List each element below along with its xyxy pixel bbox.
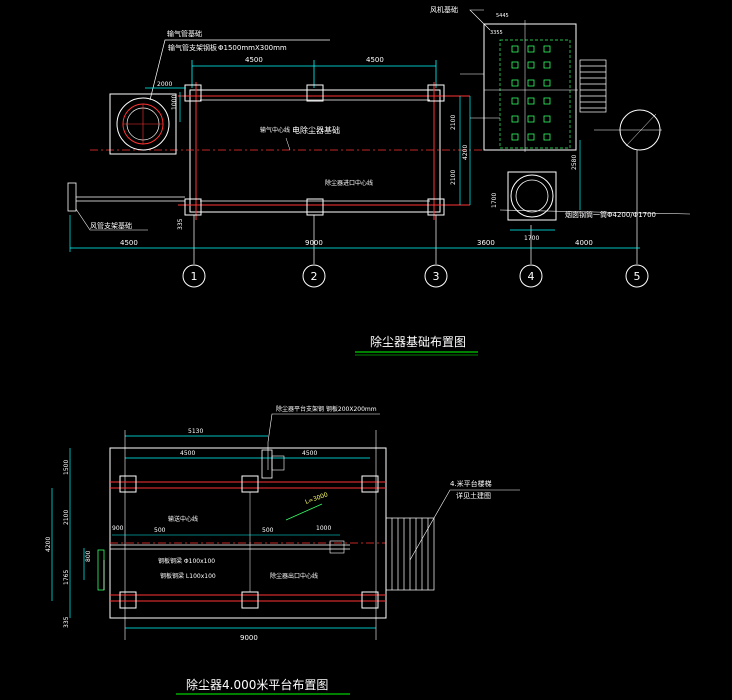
- dim-b4500: 4500: [120, 239, 138, 247]
- dim-v335: 335: [63, 616, 70, 628]
- label-beam-b: 钢板钢梁 L100x100: [160, 572, 216, 580]
- dim-h1000: 1000: [316, 525, 331, 532]
- label-beam-a: 钢板钢梁 Φ100x100: [158, 557, 215, 565]
- left-pipe-support: [67, 182, 77, 212]
- dim-v4200: 4200: [462, 145, 469, 160]
- dim-2000: 2000: [157, 81, 172, 88]
- axis-2-label: 2: [311, 270, 318, 283]
- label-inlet-support: 输气管支架钢板: [168, 43, 217, 52]
- foundation-pads: [184, 84, 445, 216]
- label-fan-foundation: 风机基础: [430, 5, 458, 14]
- fan-stair: [579, 59, 607, 113]
- dim-h500a: 500: [154, 527, 166, 534]
- platform-plan: 除尘器平台支架钢 钢板200X200mm 5130 4500 4500: [45, 405, 520, 695]
- dim-top-right: 4500: [366, 56, 384, 64]
- dim-b9000: 9000: [240, 634, 258, 642]
- label-inlet-size: Φ1500mmX300mm: [218, 44, 287, 52]
- label-outlet-line: 除尘器出口中心线: [270, 572, 318, 580]
- dim-v2100a: 2100: [450, 115, 457, 130]
- label-top-note: 除尘器平台支架钢 钢板200X200mm: [276, 405, 377, 413]
- dim-b9000: 9000: [305, 239, 323, 247]
- dim-b3600: 3600: [477, 239, 495, 247]
- label-center-line: 输气中心线: [260, 126, 290, 134]
- axis-1-label: 1: [191, 270, 198, 283]
- dim-v1765: 1765: [63, 570, 70, 585]
- label-inlet-foundation: 输气管基础: [167, 29, 202, 38]
- dim-v1500: 1500: [63, 460, 70, 475]
- axis-bubbles: 1 2 3 4 5: [182, 264, 649, 288]
- dim-v1700: 1700: [491, 193, 498, 208]
- label-slope: L=3000: [304, 491, 329, 506]
- dim-3355: 3355: [490, 30, 503, 36]
- dim-v2580: 2580: [571, 155, 578, 170]
- dim-1000: 1000: [171, 95, 178, 110]
- label-left-support: 风管支架基础: [90, 221, 132, 230]
- dim-top-5130: 5130: [188, 428, 203, 435]
- stack-foundation: [507, 171, 557, 221]
- dim-h900: 900: [112, 525, 124, 532]
- label-platform-center: 输送中心线: [168, 515, 198, 523]
- label-stair-2: 详见土建图: [456, 491, 491, 500]
- platform-stair: [385, 517, 435, 591]
- dim-top-left: 4500: [245, 56, 263, 64]
- dim-h500b: 500: [262, 527, 274, 534]
- dim-v2100b: 2100: [450, 170, 457, 185]
- fan-foundation: [483, 23, 577, 151]
- foundation-plan: 4500 4500: [67, 5, 691, 356]
- dim-v4200: 4200: [45, 537, 52, 552]
- platform-columns: [119, 475, 379, 609]
- axis-3-label: 3: [433, 270, 440, 283]
- label-bottom-line: 除尘器进口中心线: [325, 179, 373, 187]
- collector-frame: [189, 89, 441, 213]
- dim-v335: 335: [177, 218, 184, 230]
- axis-4-label: 4: [528, 270, 535, 283]
- drawing2-title: 除尘器4.000米平台布置图: [186, 677, 328, 692]
- dim-top-4500a: 4500: [180, 450, 195, 457]
- dim-top-4500b: 4500: [302, 450, 317, 457]
- dim-b4000: 4000: [575, 239, 593, 247]
- label-collector: 电除尘器基础: [292, 125, 340, 135]
- dim-5445: 5445: [496, 13, 509, 19]
- inlet-foundation: [109, 93, 177, 155]
- axis-5-label: 5: [634, 270, 641, 283]
- dim-h1700: 1700: [524, 235, 539, 242]
- dim-v800: 800: [85, 550, 92, 562]
- label-stack: 烟囱钢筒一筒Φ4200/Φ1700: [565, 210, 656, 219]
- dim-v2100: 2100: [63, 510, 70, 525]
- label-stair-1: 4.米平台楼梯: [450, 479, 492, 488]
- drawing1-title: 除尘器基础布置图: [370, 334, 466, 349]
